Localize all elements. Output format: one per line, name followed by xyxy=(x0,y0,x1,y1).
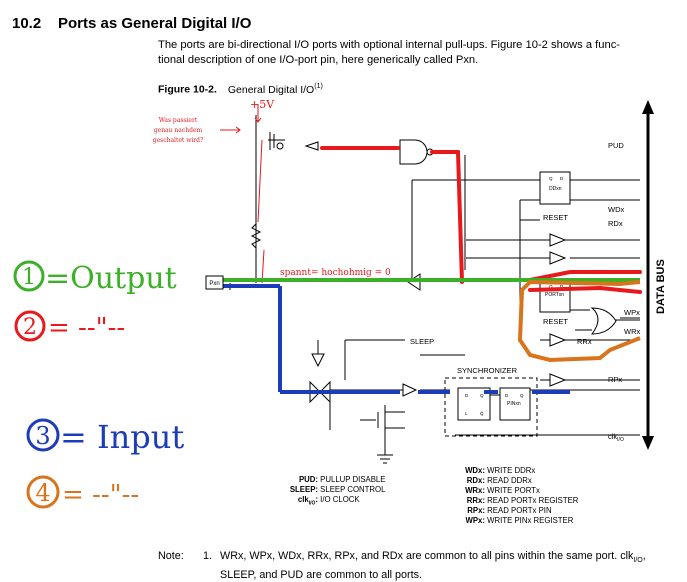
svg-text:D: D xyxy=(560,284,564,289)
vcc-label: +5V xyxy=(250,98,275,111)
output-path-red xyxy=(320,146,642,294)
pin-box xyxy=(205,275,224,290)
svg-text:D: D xyxy=(465,393,469,398)
buffers xyxy=(304,141,567,404)
wdx-label: WDx xyxy=(608,205,624,214)
num-2: 2 xyxy=(23,315,37,340)
svg-text:L: L xyxy=(465,411,468,416)
legend-row-rrx: RRx: READ PORTx REGISTER xyxy=(466,496,579,505)
spannung-note: spannt= hochohmig = 0 xyxy=(280,268,391,278)
svg-text:Q̄: Q̄ xyxy=(480,410,484,416)
legend-row-wrx: WRx: WRITE PORTx xyxy=(465,486,540,495)
section-number: 10.2 xyxy=(12,15,42,32)
section-title: Ports as General Digital I/O xyxy=(58,15,252,32)
read-path-orange xyxy=(517,279,641,363)
circle-1 xyxy=(13,260,45,292)
num-4: 4 xyxy=(35,479,50,507)
question-line-1: Was passiert xyxy=(159,117,198,124)
pullup-transistor xyxy=(269,132,284,150)
pullup-resistor xyxy=(250,223,262,249)
data-bus-label: DATA BUS xyxy=(655,259,667,314)
circle-2 xyxy=(14,310,46,342)
or-gate-wpx xyxy=(590,307,617,335)
svg-text:Q: Q xyxy=(549,176,553,181)
data-bus-arrow-down xyxy=(642,436,654,450)
note-label: Note: xyxy=(158,550,184,562)
wrx-label: WRx xyxy=(624,327,640,336)
handwritten-legend: 1 =Output 2 = --"-- 3 = Input 4 = --"-- xyxy=(13,260,184,510)
legend-row-clk: clkI/O: I/O CLOCK xyxy=(297,495,360,507)
signal-labels: PUD WDx RDx WPx WRx RRx RPx clkI/O SLEEP… xyxy=(410,141,640,443)
legend-row-wdx: WDx: WRITE DDRx xyxy=(465,466,536,475)
svg-text:D: D xyxy=(560,176,564,181)
legend-left: PUD: PULLUP DISABLE SLEEP: SLEEP CONTROL… xyxy=(276,475,386,509)
question-line-3: geschaltet wird? xyxy=(153,137,203,144)
label-output: =Output xyxy=(45,261,177,296)
svg-text:Q: Q xyxy=(520,393,524,398)
note-line-2: SLEEP, and PUD are common to all ports. xyxy=(220,569,423,582)
rpx-label: RPx xyxy=(608,375,622,384)
note-line-1: WRx, WPx, WDx, RRx, RPx, and RDx are com… xyxy=(220,550,646,565)
intro-line-2: tional description of one I/O-port pin, … xyxy=(158,54,479,66)
note-text: WRx, WPx, WDx, RRx, RPx, and RDx are com… xyxy=(220,549,685,582)
reset-ddxn-label: RESET xyxy=(543,213,568,222)
clk-label: clkI/O xyxy=(608,432,624,443)
circle-4 xyxy=(26,475,60,509)
svg-text:Q: Q xyxy=(549,284,553,289)
legend-row-rpx: RPx: READ PORTx PIN xyxy=(467,506,552,515)
label-input-ditto: = --"-- xyxy=(62,480,139,510)
num-1: 1 xyxy=(22,265,36,290)
reset-portxn-label: RESET xyxy=(543,317,568,326)
label-input: = Input xyxy=(60,418,184,456)
question-annotation xyxy=(220,104,265,284)
rrx-label: RRx xyxy=(577,337,592,346)
legend-right: WDx: WRITE DDRx RDx: READ DDRx WRx: WRIT… xyxy=(445,466,578,526)
wpx-label: WPx xyxy=(624,308,640,317)
figure-footnote-ref: (1) xyxy=(314,83,323,90)
svg-text:D: D xyxy=(505,393,509,398)
circle-3 xyxy=(26,418,60,452)
data-bus-arrow-up xyxy=(642,100,654,114)
svg-text:Q: Q xyxy=(480,393,484,398)
legend-row-pud: PUD: PULLUP DISABLE xyxy=(298,475,386,484)
portxn-flipflop xyxy=(539,279,571,313)
nand-gate-pud xyxy=(399,139,428,165)
label-output-ditto: = --"-- xyxy=(48,313,125,343)
legend-row-wpx: WPx: WRITE PINx REGISTER xyxy=(465,516,574,525)
synchronizer-label: SYNCHRONIZER xyxy=(457,366,518,375)
figure-title: General Digital I/O xyxy=(227,83,315,96)
num-3: 3 xyxy=(35,422,50,450)
figure-caption: Figure 10-2. General Digital I/O(1) xyxy=(158,83,323,96)
ddxn-flipflop xyxy=(539,171,571,205)
legend-row-sleep: SLEEP: SLEEP CONTROL xyxy=(289,485,386,494)
portxn-label: PORTxn xyxy=(545,292,564,298)
question-line-2: genau nachdem xyxy=(154,127,203,134)
input-path-blue xyxy=(222,284,570,394)
ddxn-label: DDxn xyxy=(549,186,562,192)
synchronizer-box xyxy=(444,377,538,437)
pin-label: Pxn xyxy=(209,281,219,287)
figure-label: Figure 10-2. xyxy=(158,83,217,96)
pinxn-label: PINxn xyxy=(507,401,521,407)
pud-label: PUD xyxy=(608,141,624,150)
pinxn-flipflop xyxy=(499,387,531,421)
note-number: 1. xyxy=(203,550,213,562)
rdx-label: RDx xyxy=(608,219,623,228)
legend-row-rdx: RDx: READ DDRx xyxy=(466,476,532,485)
intro-line-1: The ports are bi-directional I/O ports w… xyxy=(158,39,621,51)
ground-symbol xyxy=(377,454,393,464)
sleep-label: SLEEP xyxy=(410,337,434,346)
